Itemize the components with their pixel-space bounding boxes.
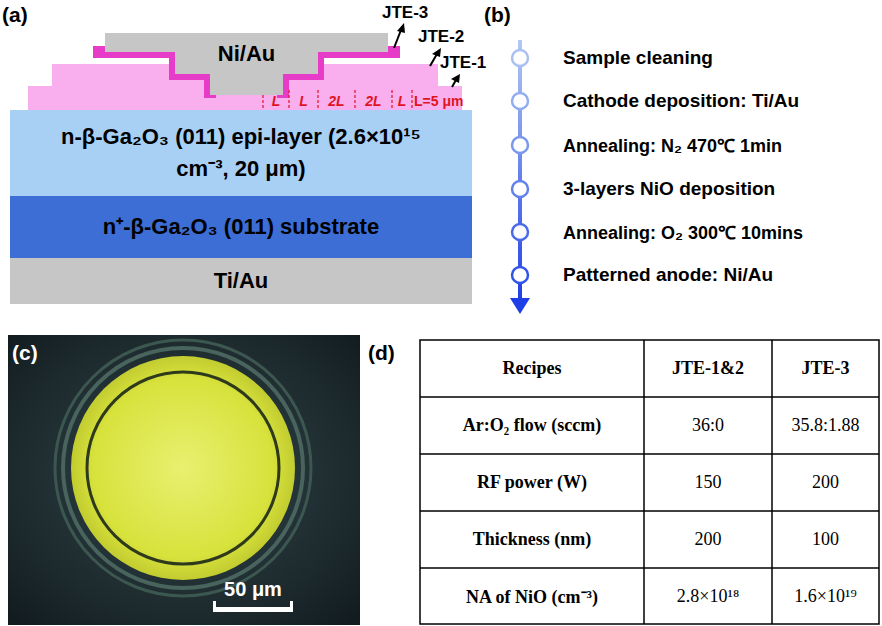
dimension-label: L [289, 92, 318, 109]
panel-label: (b) [484, 2, 526, 28]
dimension-label: L [392, 92, 412, 109]
jte-label: JTE-1 [440, 53, 486, 73]
anode-metal: Ni/Au [105, 33, 388, 95]
table-cell: Thickness (nm) [423, 513, 641, 566]
layer-text-box: n⁺-β-Ga₂O₃ (011) substrate [10, 196, 472, 258]
panel-label: (c) [12, 340, 54, 366]
panel-label: (d) [368, 340, 410, 366]
layer-text-box: Ni/Au [105, 37, 388, 71]
jte-label: JTE-3 [382, 3, 444, 23]
layer-label: Ti/Au [214, 268, 269, 294]
layer-label: n⁺-β-Ga₂O₃ (011) substrate [103, 214, 379, 240]
dimension-label: L [263, 92, 289, 109]
jte-label: JTE-2 [418, 27, 480, 47]
dimension-label: 2L [318, 92, 355, 109]
table-grid [420, 340, 879, 624]
dimension-label: L=5 μm [414, 92, 478, 109]
table-cell: 200 [647, 513, 769, 566]
micrograph [8, 335, 360, 625]
scale-bar-label: 50 μm [203, 576, 303, 602]
table-cell: NA of NiO (cm⁻³) [423, 570, 641, 622]
table-cell: RF power (W) [423, 456, 641, 509]
dimension-label: 2L [355, 92, 392, 109]
flow-line [510, 40, 530, 314]
table-cell: JTE-1&2 [647, 342, 769, 395]
process-step: Annealing: N₂ 470℃ 1min [563, 133, 875, 157]
process-step: 3-layers NiO deposition [563, 177, 875, 201]
layer-text-box: n-β-Ga₂O₃ (011) epi-layer (2.6×10¹⁵ cm⁻³… [56, 114, 426, 192]
substrate-layer: n⁺-β-Ga₂O₃ (011) substrate [10, 196, 472, 258]
table-cell: 35.8:1.88 [775, 399, 876, 452]
panel-label: (a) [2, 2, 44, 28]
layer-label: Ni/Au [218, 41, 275, 67]
layer-text-box: Ti/Au [10, 258, 472, 304]
table-cell: Ar:O₂ flow (sccm) [423, 399, 641, 452]
table-cell: JTE-3 [775, 342, 876, 395]
cathode-metal: Ti/Au [10, 258, 472, 304]
table-cell: 36:0 [647, 399, 769, 452]
metal-outline [105, 33, 388, 95]
table-cell: 2.8×10¹⁸ [647, 570, 769, 622]
table-cell: Recipes [423, 342, 641, 395]
table-cell: 100 [775, 513, 876, 566]
table-cell: 1.6×10¹⁹ [775, 570, 876, 622]
layer-label: n-β-Ga₂O₃ (011) epi-layer (2.6×10¹⁵ cm⁻³… [56, 121, 426, 185]
table-cell: 150 [647, 456, 769, 509]
process-step: Cathode deposition: Ti/Au [563, 89, 875, 113]
process-step: Annealing: O₂ 300℃ 10mins [563, 220, 875, 244]
process-step: Sample cleaning [563, 46, 875, 70]
epi-layer: n-β-Ga₂O₃ (011) epi-layer (2.6×10¹⁵ cm⁻³… [10, 110, 472, 196]
process-step: Patterned anode: Ni/Au [563, 263, 875, 287]
dimension-lines [263, 90, 412, 110]
table-cell: 200 [775, 456, 876, 509]
